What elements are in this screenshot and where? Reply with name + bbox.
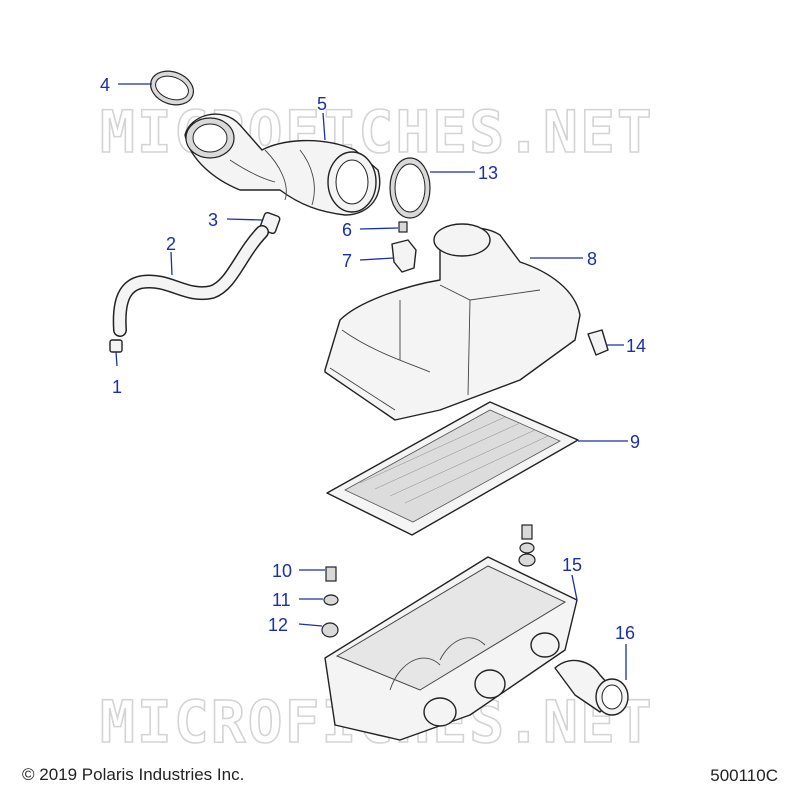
part-14-clip[interactable] [587,329,609,356]
copyright-notice: © 2019 Polaris Industries Inc. [22,765,245,784]
callout-3[interactable]: 3 [208,210,218,230]
part-15-airbox-base[interactable] [324,556,578,741]
part-10-bolt[interactable] [325,566,337,582]
watermark-top: MICROFICHES.NET [100,98,654,166]
callout-1[interactable]: 1 [112,377,122,397]
callout-15[interactable]: 15 [562,555,582,575]
callout-11[interactable]: 11 [272,590,291,610]
part-16-inlet-horn[interactable] [554,659,629,716]
part-6-screw[interactable] [398,221,408,233]
diagram-code: 500110C [710,766,778,785]
part-1-cap[interactable] [109,339,123,353]
part-8-airbox-cover[interactable] [324,223,581,421]
callout-14[interactable]: 14 [626,336,646,356]
callout-7[interactable]: 7 [342,251,352,271]
leader-lines [115,83,628,680]
callout-6[interactable]: 6 [342,220,352,240]
part-4-clamp[interactable] [146,65,198,110]
callout-2[interactable]: 2 [166,234,176,254]
callout-5[interactable]: 5 [317,94,327,114]
part-2-hose[interactable] [112,225,269,337]
part-12-grommet[interactable] [321,622,339,638]
callout-12[interactable]: 12 [268,615,288,635]
part-9-air-filter[interactable] [326,401,579,536]
part-13-clamp[interactable] [389,157,431,219]
callout-4[interactable]: 4 [100,75,110,95]
callout-8[interactable]: 8 [587,249,597,269]
callout-labels: 1 2 3 4 5 6 7 8 9 10 11 12 13 14 15 16 [100,75,646,643]
callout-13[interactable]: 13 [478,163,498,183]
part-5-intake-duct[interactable] [184,113,381,216]
part-7-sensor[interactable] [391,239,417,273]
airbox-base-fasteners[interactable] [518,524,536,567]
callout-16[interactable]: 16 [615,623,635,643]
callout-9[interactable]: 9 [630,432,640,452]
part-11-washer[interactable] [323,594,339,606]
callout-10[interactable]: 10 [272,561,292,581]
